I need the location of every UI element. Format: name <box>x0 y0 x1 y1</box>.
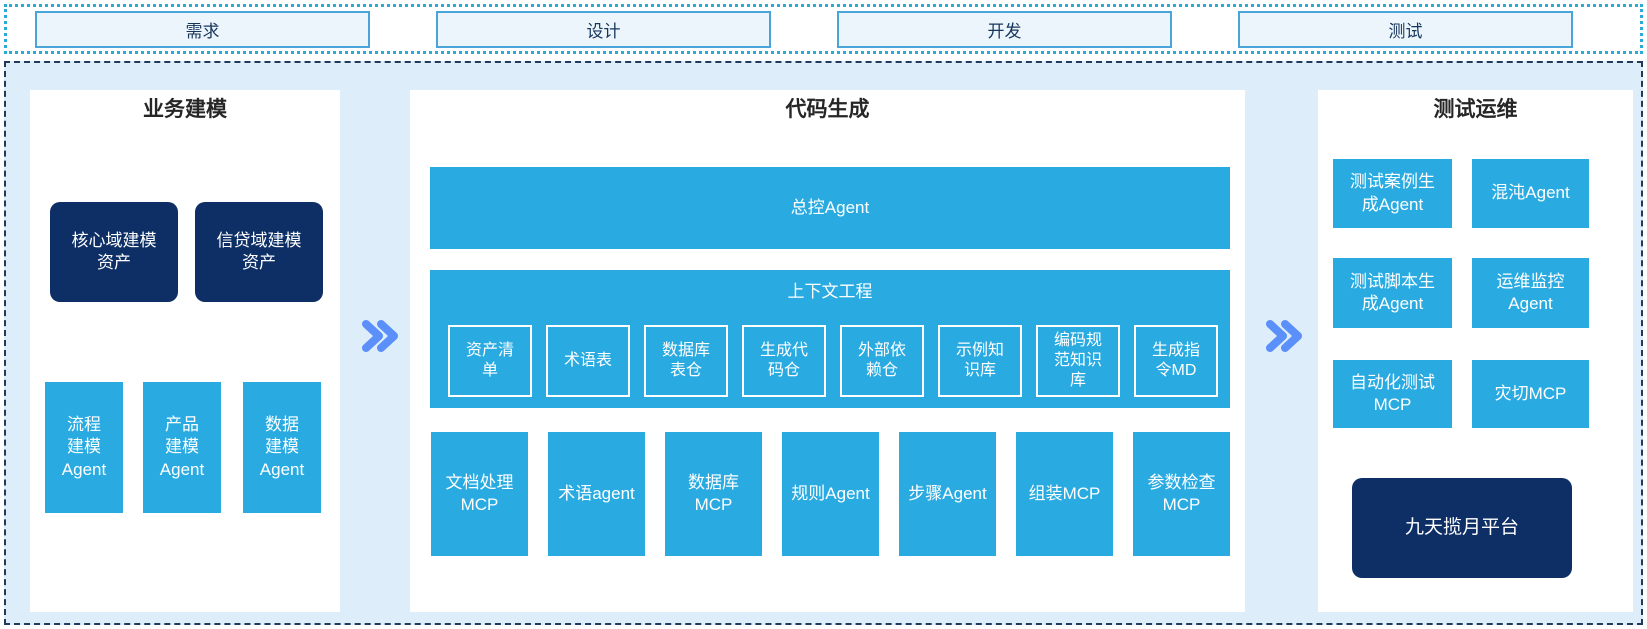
asset-list-box: 资产清 单 <box>448 325 532 397</box>
data-modeling-agent-box: 数据 建模 Agent <box>243 382 321 513</box>
doc-processing-mcp-box: 文档处理 MCP <box>431 432 528 556</box>
business-modeling-title: 业务建模 <box>143 98 227 121</box>
assembly-mcp-box: 组装MCP <box>1016 432 1113 556</box>
coding-standards-kb-box: 编码规 范知识 库 <box>1036 325 1120 397</box>
stage-design: 设计 <box>436 11 771 48</box>
automated-test-mcp-box: 自动化测试 MCP <box>1333 360 1452 428</box>
jiutian-lanyue-platform-box: 九天揽月平台 <box>1352 478 1572 578</box>
stage-testing: 测试 <box>1238 11 1573 48</box>
disaster-switch-mcp-box: 灾切MCP <box>1472 360 1589 428</box>
generation-instruction-md-box: 生成指 令MD <box>1134 325 1218 397</box>
product-modeling-agent-box: 产品 建模 Agent <box>143 382 221 513</box>
external-deps-repo-box: 外部依 赖仓 <box>840 325 924 397</box>
db-table-repo-box: 数据库 表仓 <box>644 325 728 397</box>
context-engineering-title: 上下文工程 <box>787 282 873 301</box>
process-modeling-agent-box: 流程 建模 Agent <box>45 382 123 513</box>
terminology-agent-box: 术语agent <box>548 432 645 556</box>
code-generation-title: 代码生成 <box>785 98 870 121</box>
core-domain-assets-box: 核心域建模 资产 <box>50 202 178 302</box>
test-case-gen-agent-box: 测试案例生 成Agent <box>1333 159 1452 228</box>
business-modeling-panel <box>30 90 340 612</box>
test-script-gen-agent-box: 测试脚本生 成Agent <box>1333 258 1452 328</box>
flow-arrow-icon <box>362 320 398 352</box>
master-agent-bar: 总控Agent <box>430 167 1230 249</box>
steps-agent-box: 步骤Agent <box>899 432 996 556</box>
example-kb-box: 示例知 识库 <box>938 325 1022 397</box>
param-check-mcp-box: 参数检查 MCP <box>1133 432 1230 556</box>
chaos-agent-box: 混沌Agent <box>1472 159 1589 228</box>
flow-arrow-icon <box>1266 320 1302 352</box>
stage-development: 开发 <box>837 11 1172 48</box>
stage-requirements: 需求 <box>35 11 370 48</box>
test-ops-title: 测试运维 <box>1433 98 1518 121</box>
credit-domain-assets-box: 信贷域建模 资产 <box>195 202 323 302</box>
ops-monitoring-agent-box: 运维监控 Agent <box>1472 258 1589 328</box>
glossary-box: 术语表 <box>546 325 630 397</box>
database-mcp-box: 数据库 MCP <box>665 432 762 556</box>
rules-agent-box: 规则Agent <box>782 432 879 556</box>
generated-code-repo-box: 生成代 码仓 <box>742 325 826 397</box>
